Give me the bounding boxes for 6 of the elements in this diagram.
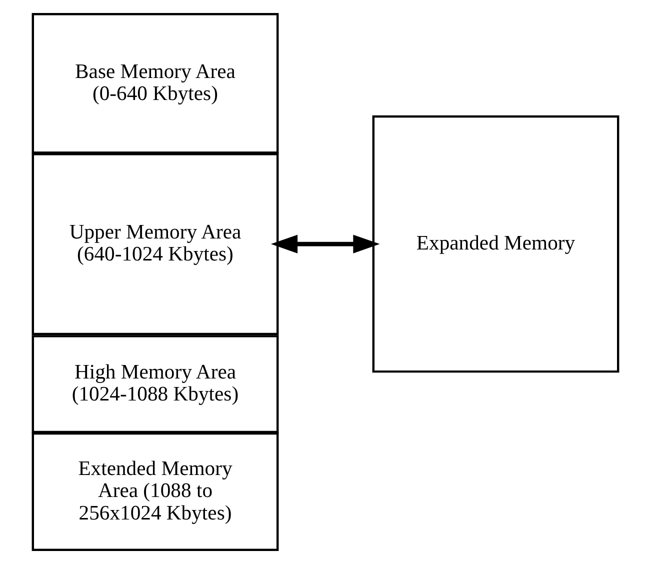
node-box: Extended Memory Area (1088 to 256x1024 Kbytes): [31, 432, 278, 552]
node-box: Expanded Memory: [372, 115, 619, 373]
node-box: Upper Memory Area (640-1024 Kbytes): [31, 153, 278, 336]
arrow: [270, 234, 380, 254]
node-box: High Memory Area (1024-1088 Kbytes): [31, 335, 278, 434]
node-box: Base Memory Area (0-640 Kbytes): [31, 12, 278, 154]
